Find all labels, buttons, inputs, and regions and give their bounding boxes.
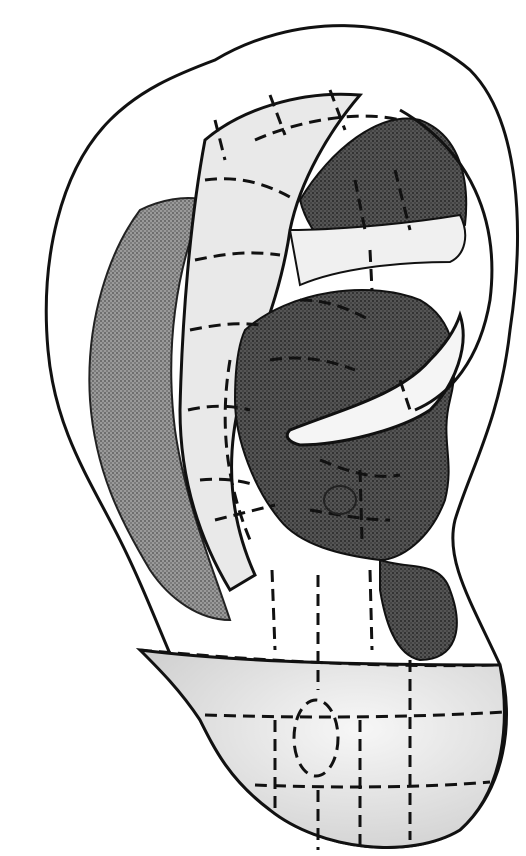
earlobe — [140, 650, 504, 847]
zone-line — [370, 250, 372, 290]
zone-line — [272, 570, 275, 650]
intertragic-notch — [380, 560, 457, 660]
zone-line — [370, 570, 372, 650]
